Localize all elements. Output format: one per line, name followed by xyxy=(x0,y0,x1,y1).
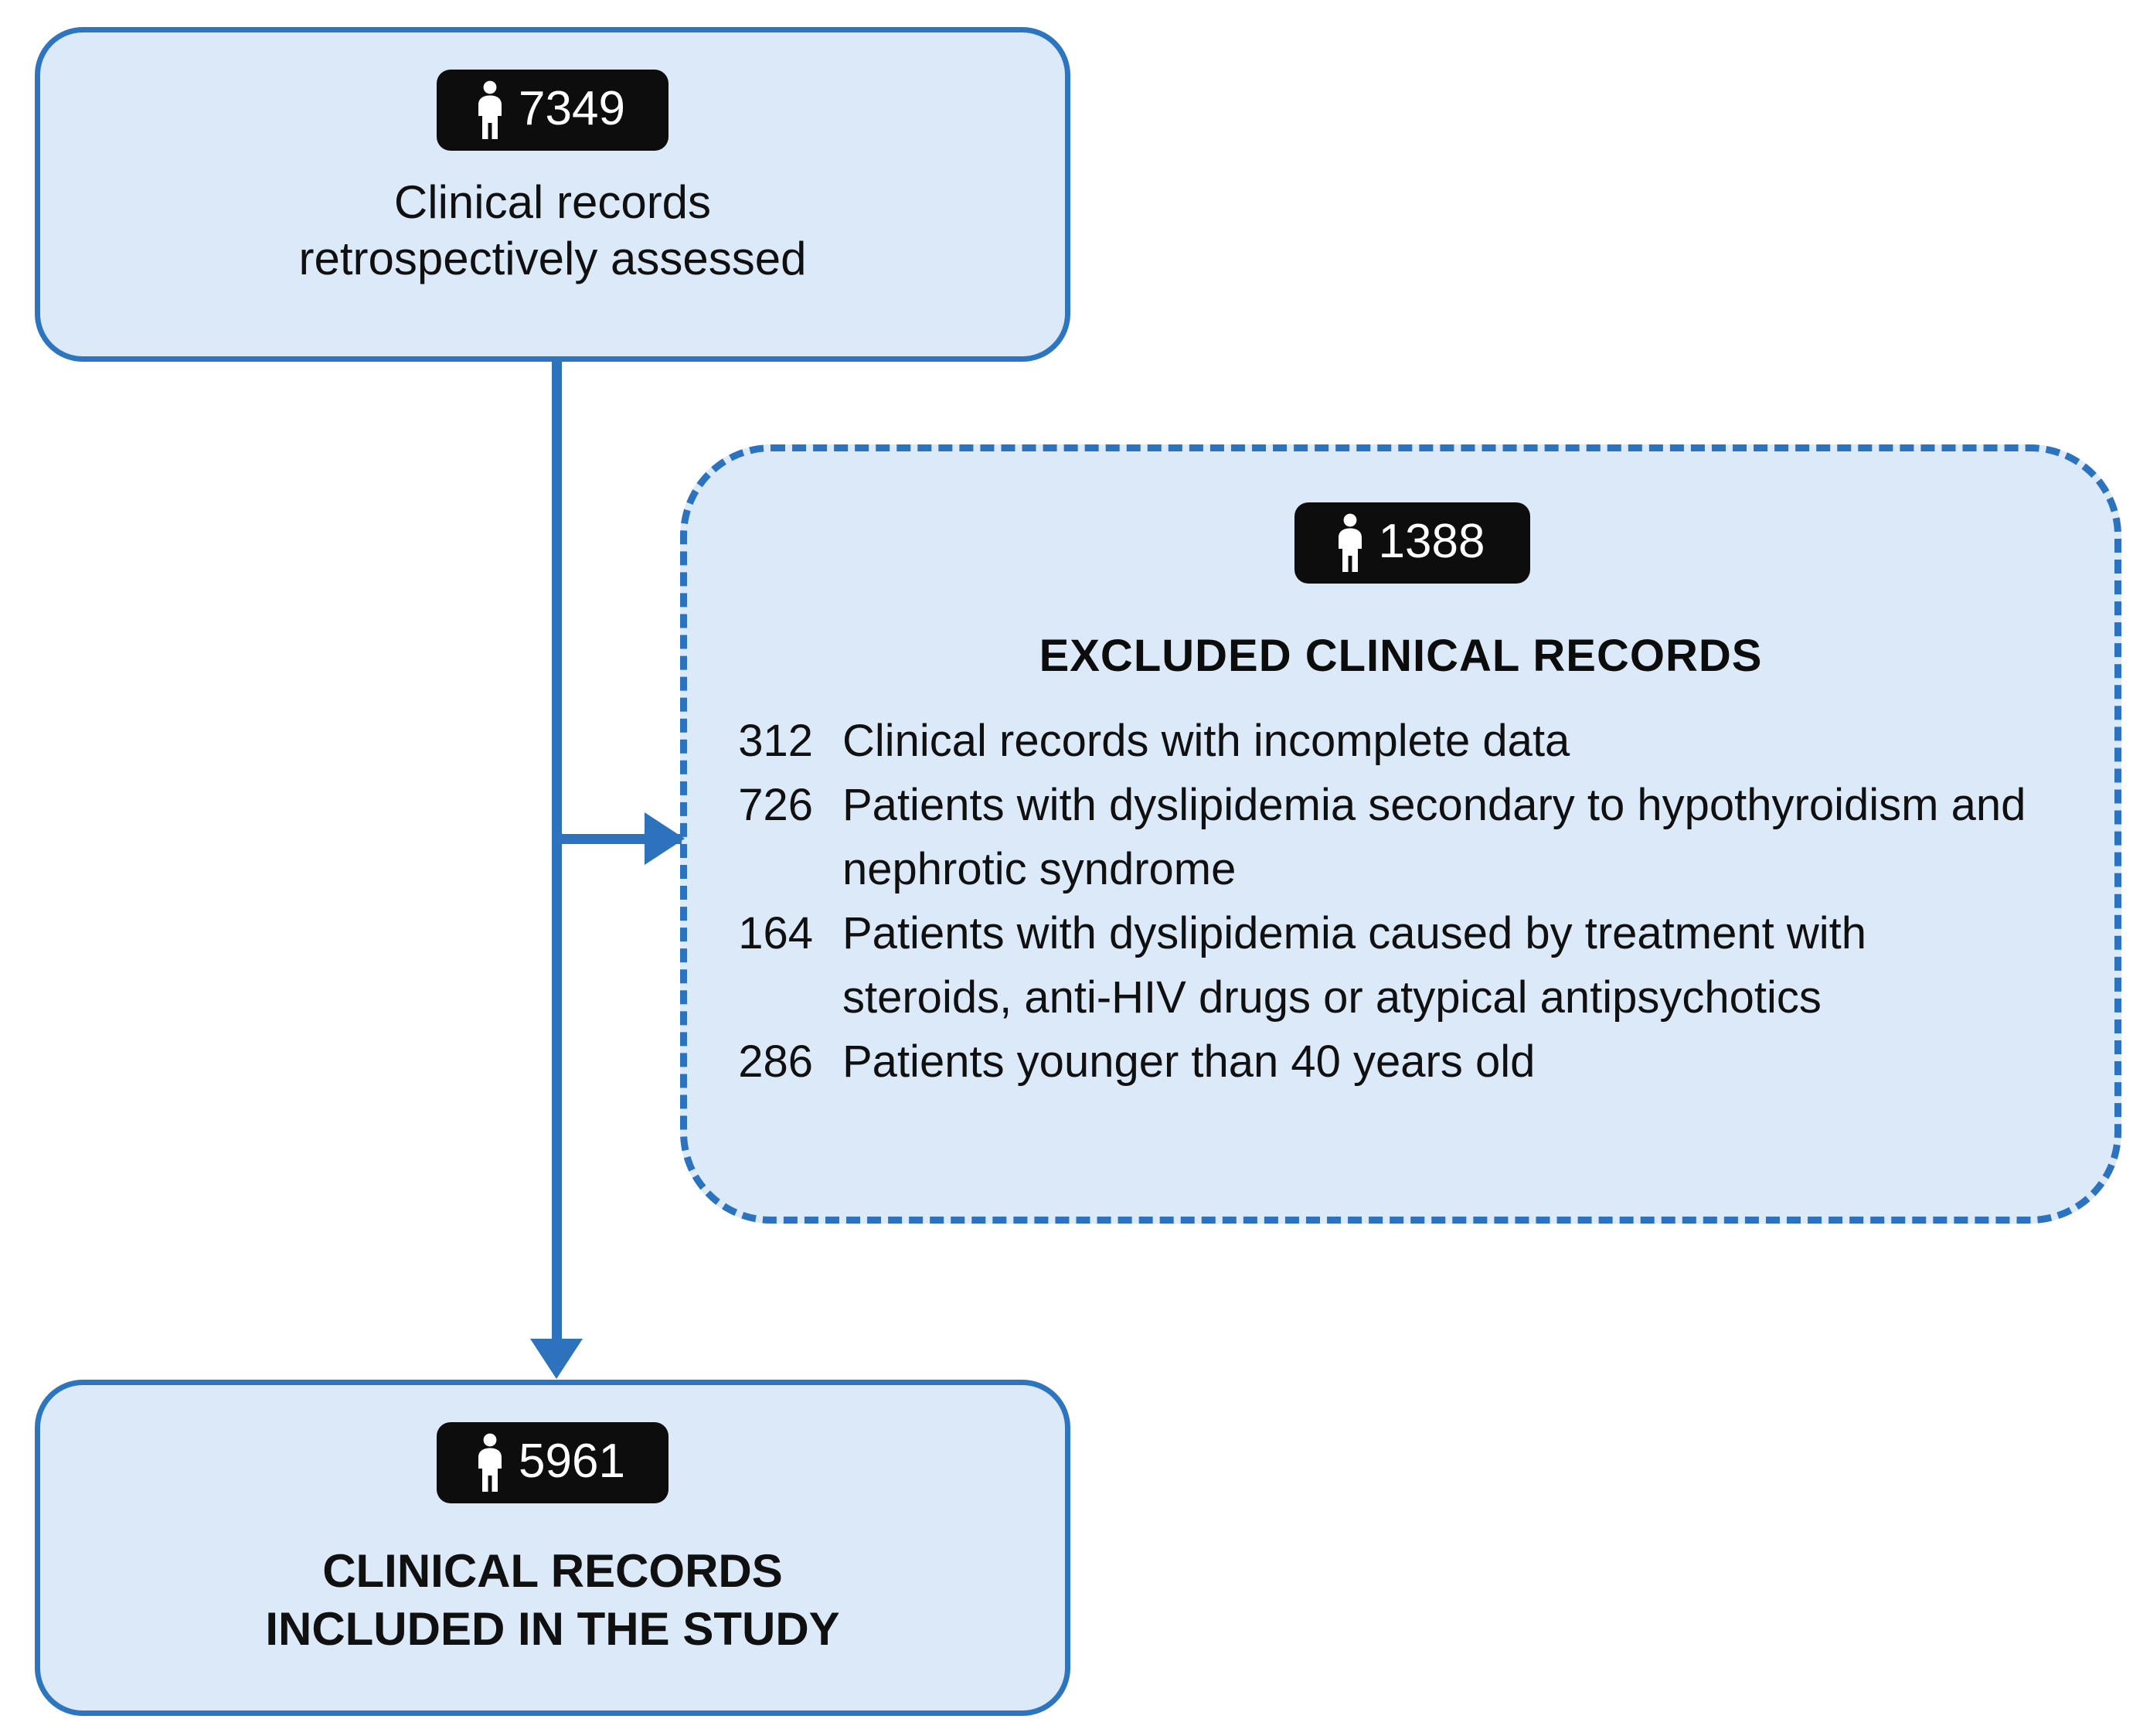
badge-count-value: 5961 xyxy=(519,1434,625,1488)
reason-label: Clinical records with incomplete data xyxy=(842,716,1570,766)
person-icon xyxy=(474,1433,506,1493)
person-icon xyxy=(1334,513,1366,574)
badge-count-value: 7349 xyxy=(519,81,625,135)
reason-label: Patients with dyslipidemia secondary to … xyxy=(842,779,2026,894)
badge-excluded-count: 1388 xyxy=(1294,502,1530,584)
badge-assessed-count: 7349 xyxy=(437,70,668,151)
reason-count: 312 xyxy=(738,716,813,766)
person-icon xyxy=(474,80,506,141)
list-item: 312 Clinical records with incomplete dat… xyxy=(719,710,2102,774)
badge-count-value: 1388 xyxy=(1378,514,1485,568)
reason-count: 164 xyxy=(738,907,813,958)
reason-label: Patients with dyslipidemia caused by tre… xyxy=(842,907,1866,1023)
reason-count: 726 xyxy=(738,779,813,830)
list-item: 726 Patients with dyslipidemia secondary… xyxy=(719,774,2102,902)
excluded-heading: EXCLUDED CLINICAL RECORDS xyxy=(1039,631,1763,681)
reason-count: 286 xyxy=(738,1036,813,1087)
list-item: 286 Patients younger than 40 years old xyxy=(719,1030,2102,1094)
list-item: 164 Patients with dyslipidemia caused by… xyxy=(719,902,2102,1030)
reason-label: Patients younger than 40 years old xyxy=(842,1036,1536,1087)
node-included-label: CLINICAL RECORDS INCLUDED IN THE STUDY xyxy=(265,1545,840,1655)
arrow-down-icon xyxy=(530,1339,583,1379)
excluded-reasons-list: 312 Clinical records with incomplete dat… xyxy=(719,710,2102,1094)
connector-vertical xyxy=(552,362,562,1339)
arrow-right-icon xyxy=(645,812,685,865)
badge-included-count: 5961 xyxy=(437,1422,668,1503)
node-assessed-label: Clinical records retrospectively assesse… xyxy=(298,176,807,285)
